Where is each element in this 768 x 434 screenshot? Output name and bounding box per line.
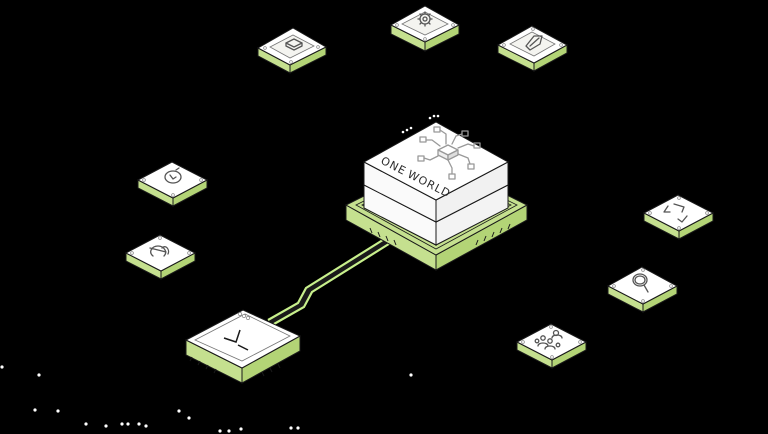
shield-icon [525,35,543,51]
circuit-chip-icon [417,126,481,180]
people-group-icon [534,329,563,350]
pound-currency-icon [149,245,170,257]
tile-device[interactable] [256,27,328,74]
tile-currency[interactable] [124,234,197,280]
tile-recycle[interactable] [642,194,715,240]
connection-wire [267,237,393,326]
gear-icon [417,11,433,27]
magnifier-icon [632,273,649,293]
top-dots [401,114,440,134]
window-dots [238,312,250,320]
tile-settings[interactable] [389,5,461,52]
tile-security[interactable] [496,25,569,72]
chip-pins [369,223,511,246]
central-chip[interactable]: ONE WORLD [344,114,529,271]
terminal-tile[interactable] [184,309,302,384]
terminal-pins [189,356,281,377]
tile-search[interactable] [606,266,679,313]
terminal-prompt-icon [223,329,249,351]
recycle-icon [663,203,688,223]
tile-community[interactable] [515,323,588,369]
decorative-dots [0,365,413,433]
stopwatch-icon [164,167,182,184]
tile-time[interactable] [136,161,209,207]
device-chip-icon [285,38,303,51]
